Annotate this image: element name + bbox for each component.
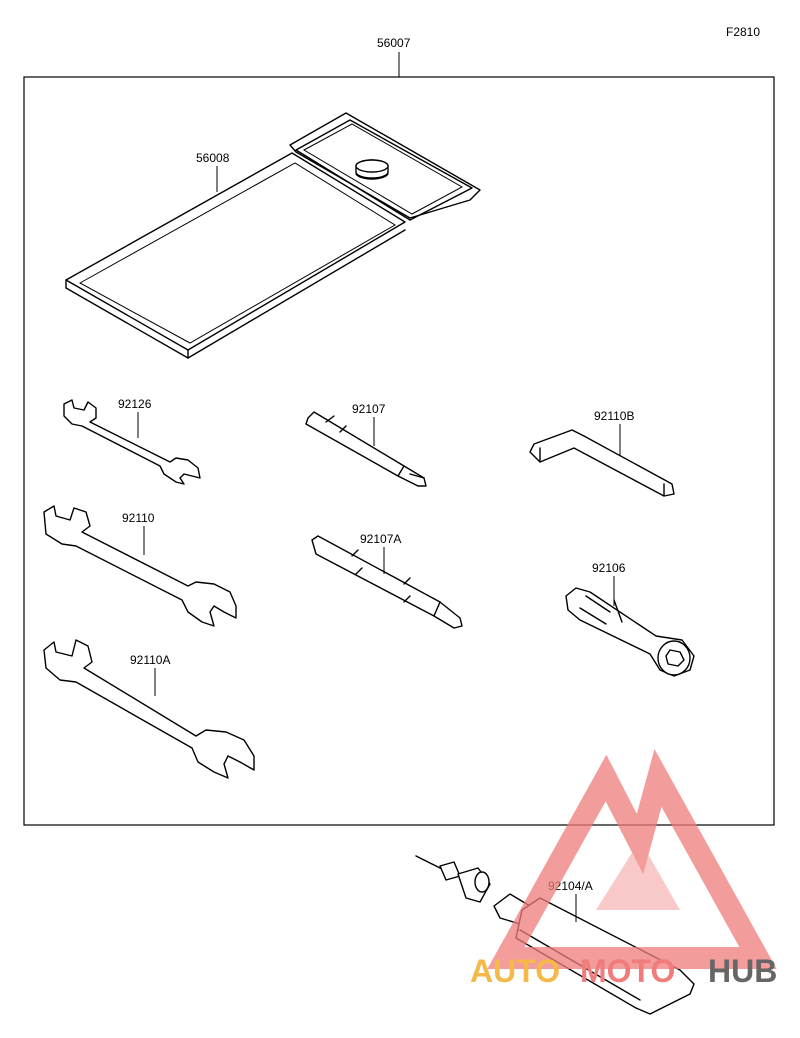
watermark-text-hub: HUB xyxy=(708,953,777,989)
hex-key-label: 92110B xyxy=(594,409,634,423)
driver-bit[interactable] xyxy=(305,411,427,487)
tool-case[interactable] xyxy=(65,112,481,359)
driver-bit-label: 92107 xyxy=(352,402,386,416)
driver-bit-double[interactable] xyxy=(311,535,463,629)
watermark-logo xyxy=(487,749,777,969)
wrench-small-label: 92126 xyxy=(118,397,152,411)
figure-code: F2810 xyxy=(726,25,760,39)
watermark-text-auto: AUTO xyxy=(470,953,560,989)
wrench-large-label: 92110A xyxy=(130,653,170,667)
wrench-medium[interactable] xyxy=(43,505,237,627)
wrench-large[interactable] xyxy=(43,639,255,779)
kit-frame xyxy=(23,76,775,826)
driver-bit-double-label: 92107A xyxy=(360,532,401,546)
handle-label: 92106 xyxy=(592,561,626,575)
watermark-text-moto: MOTO xyxy=(580,953,675,989)
case-label: 56008 xyxy=(196,151,230,165)
wrench-medium-label: 92110 xyxy=(122,511,155,525)
hex-key[interactable] xyxy=(529,429,675,497)
watermark-triangle-icon xyxy=(487,749,777,969)
handle[interactable] xyxy=(565,587,695,677)
wrench-small[interactable] xyxy=(63,399,201,485)
kit-label: 56007 xyxy=(377,36,411,50)
